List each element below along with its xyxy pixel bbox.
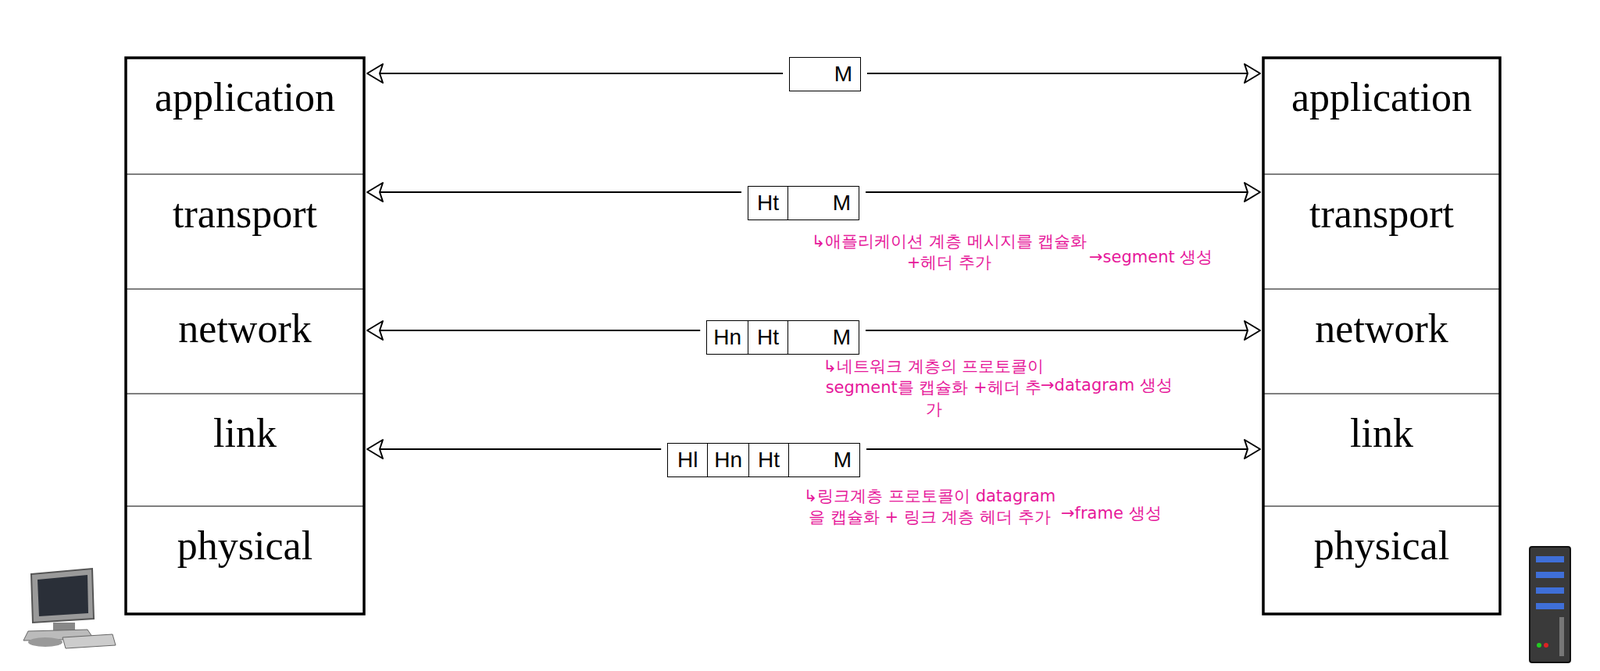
layer-band: transport — [1263, 174, 1500, 290]
stack-outline — [125, 57, 365, 615]
layer-arrow — [867, 64, 1261, 83]
layer-arrow — [367, 64, 783, 83]
header-field: Hl — [667, 443, 708, 477]
header-field: Hn — [707, 443, 750, 477]
annotation-note: →datagram 생성 — [1040, 375, 1173, 397]
packet-box: M — [789, 57, 861, 92]
layer-arrow — [367, 439, 661, 459]
annotation-note: ↳애플리케이션 계층 메시지를 캡슐화 +헤더 추가 — [804, 231, 1094, 275]
layer-band: network — [125, 289, 365, 394]
layer-name: physical — [177, 523, 313, 568]
layer-name: application — [154, 75, 336, 120]
header-field: Hn — [707, 321, 749, 354]
message-field: M — [788, 186, 859, 220]
layer-arrow — [367, 182, 742, 202]
packet-box: HnHtM — [706, 320, 860, 355]
layer-dividers — [125, 174, 1500, 507]
annotation-note: →segment 생성 — [1089, 246, 1213, 268]
layer-arrow — [367, 321, 700, 340]
layer-band: network — [1263, 289, 1500, 394]
annotation-note: ↳링크계층 프로토콜이 datagram을 캡슐화 + 링크 계층 헤더 추가 — [796, 485, 1063, 529]
layer-band: application — [1263, 57, 1500, 175]
layer-name: physical — [1314, 523, 1450, 568]
message-field: M — [788, 321, 859, 354]
server-icon — [1529, 546, 1571, 663]
computer-icon — [23, 568, 116, 649]
layer-name: network — [1314, 306, 1448, 351]
layer-band: link — [1263, 393, 1500, 507]
message-field: M — [789, 443, 860, 477]
layer-band: physical — [1263, 506, 1500, 615]
layer-arrow — [865, 321, 1261, 340]
layer-arrow — [865, 182, 1261, 202]
annotation-note: →frame 생성 — [1060, 503, 1162, 525]
layer-arrow — [866, 439, 1261, 459]
layer-name: link — [213, 410, 277, 456]
layer-name: transport — [1309, 191, 1454, 236]
layer-band: application — [125, 57, 365, 175]
stack-outline — [1263, 57, 1500, 615]
layer-name: transport — [172, 191, 318, 236]
message-field: M — [789, 57, 861, 91]
layer-name: application — [1291, 75, 1472, 120]
header-field: Ht — [748, 321, 789, 354]
layer-name: link — [1350, 410, 1414, 456]
layer-band: link — [125, 393, 365, 507]
layer-band: transport — [125, 174, 365, 290]
annotation-note: ↳네트워크 계층의 프로토콜이 segment를 캡슐화 +헤더 추가 — [820, 356, 1047, 421]
layer-name: network — [178, 306, 311, 351]
layer-band: physical — [125, 506, 365, 615]
packet-box: HtM — [747, 185, 860, 221]
header-field: Ht — [749, 443, 790, 477]
packet-box: HlHnHtM — [667, 442, 861, 478]
header-field: Ht — [748, 186, 789, 220]
